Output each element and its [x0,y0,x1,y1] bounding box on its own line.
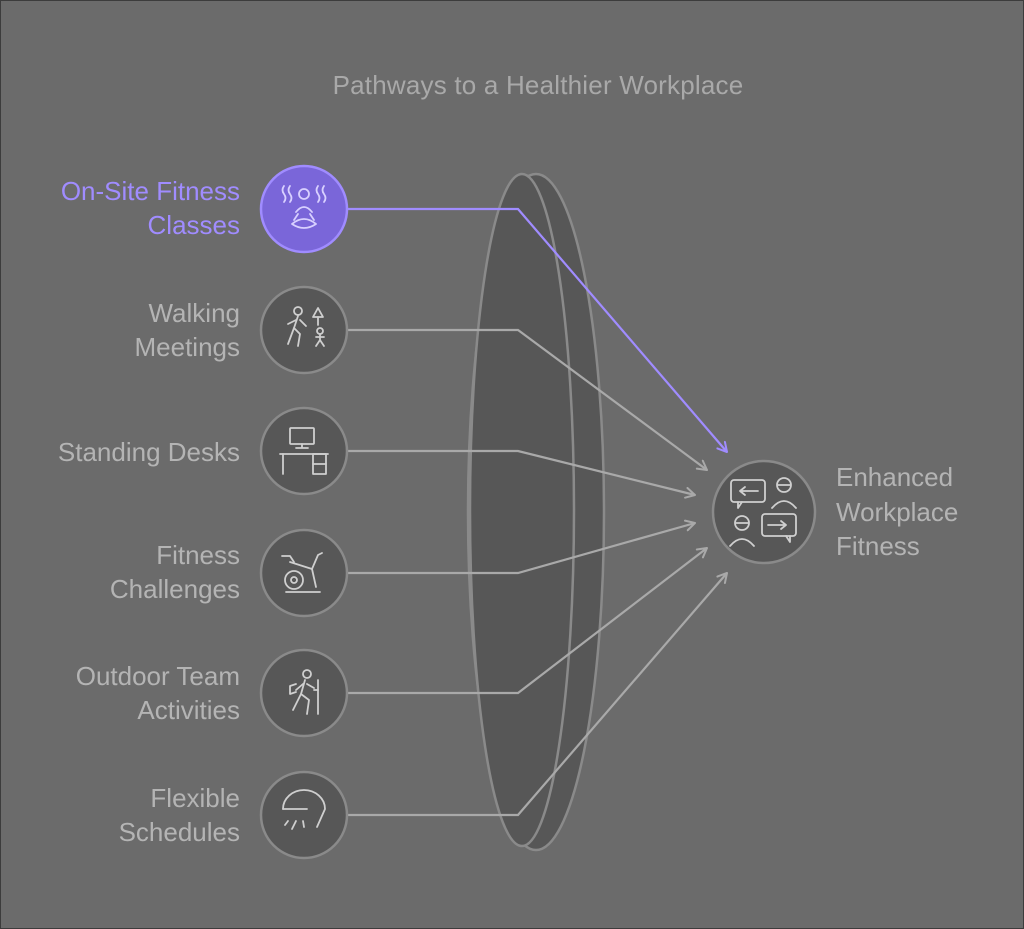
source-node-standing-desks [259,406,349,496]
target-label-line: Workplace [836,496,959,527]
source-label-line: Classes [147,210,240,240]
source-label-line: Fitness [156,540,240,570]
source-label-line: Walking [148,298,240,328]
target-label-line: Fitness [836,531,920,561]
walking-icon [287,306,325,347]
source-label-line: Standing Desks [57,437,240,467]
hiking-icon [289,669,319,715]
target-label: Enhanced Workplace Fitness [836,460,958,564]
target-node [711,459,817,565]
source-label-line: Activities [137,695,240,725]
source-label-standing-desks: Standing Desks [0,435,240,469]
source-label-line: Outdoor Team [75,661,240,691]
connector-walking-meetings [348,328,708,471]
meditation-icon [281,185,327,229]
source-label-walking-meetings: Walking Meetings [0,296,241,364]
source-label-fitness-challenges: Fitness Challenges [0,538,240,606]
connector-fitness-challenges [348,519,696,575]
source-label-outdoor-team: Outdoor Team Activities [0,659,240,727]
source-label-line: On-Site Fitness [60,176,240,206]
source-node-flexible-schedules [259,770,349,860]
source-label-flexible-schedules: Flexible Schedules [0,781,240,849]
connector-onsite-fitness [348,207,728,453]
collaboration-icon [729,477,797,547]
target-label-line: Enhanced [836,462,954,492]
desk-icon [279,427,329,475]
connector-standing-desks [348,449,696,499]
lens-shape [466,172,606,852]
source-node-walking-meetings [259,285,349,375]
connector-flexible-schedules [348,572,728,817]
source-label-line: Flexible [150,783,240,813]
source-label-line: Schedules [118,817,240,847]
source-label-line: Challenges [109,574,240,604]
source-node-outdoor-team [259,648,349,738]
source-label-onsite-fitness: On-Site Fitness Classes [0,174,240,242]
gauge-icon [282,789,326,830]
source-node-fitness-challenges [259,528,349,618]
source-label-line: Meetings [134,332,241,362]
exercise-bike-icon [281,552,323,593]
diagram-title: Pathways to a Healthier Workplace [332,70,744,100]
source-node-onsite-fitness [259,164,349,254]
connectors [348,207,728,817]
connector-outdoor-team [348,547,708,695]
